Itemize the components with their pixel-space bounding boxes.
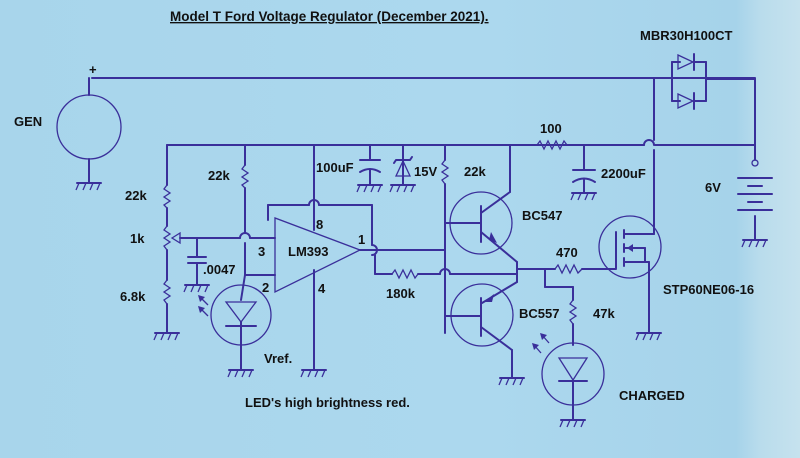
generator-symbol — [56, 77, 122, 191]
resistor-22k-pullup-label: 22k — [208, 168, 230, 183]
resistor-22k-bias — [440, 159, 450, 185]
resistor-100 — [536, 139, 568, 151]
ground-icon — [498, 377, 525, 386]
ground-icon — [356, 184, 383, 193]
led-note: LED's high brightness red. — [245, 395, 410, 410]
potentiometer-divider — [153, 144, 181, 341]
capacitor-100uf-label: 100uF — [316, 160, 354, 175]
resistor-180k-label: 180k — [386, 286, 416, 301]
ground-icon — [227, 369, 254, 378]
capacitor-0047 — [183, 237, 210, 293]
resistor-180k — [391, 268, 419, 280]
ground-icon — [300, 369, 327, 378]
resistor-47k — [568, 299, 578, 325]
resistor-100-label: 100 — [540, 121, 562, 136]
resistor-22k-bias-label: 22k — [464, 164, 486, 179]
capacitor-2200-label: 2200uF — [601, 166, 646, 181]
pin-2-label: 2 — [262, 280, 269, 295]
battery-symbol — [737, 177, 773, 248]
ground-icon — [153, 332, 180, 341]
resistor-470-label: 470 — [556, 245, 578, 260]
zener-label: 15V — [414, 164, 437, 179]
ground-icon — [559, 419, 586, 428]
ground-icon — [635, 332, 662, 341]
bc557-pnp-transistor — [444, 281, 525, 386]
diode-part-label: MBR30H100CT — [640, 28, 733, 43]
bc547-npn-transistor — [444, 144, 518, 283]
potentiometer-1k-label: 1k — [130, 231, 145, 246]
resistor-22k-pullup — [240, 164, 250, 189]
ground-icon — [570, 192, 597, 201]
diagram-title: Model T Ford Voltage Regulator (December… — [170, 9, 489, 24]
npn-label: BC547 — [522, 208, 562, 223]
resistor-47k-label: 47k — [593, 306, 615, 321]
ground-icon — [75, 182, 102, 191]
resistor-6-8k-label: 6.8k — [120, 289, 146, 304]
vref-label: Vref. — [264, 351, 292, 366]
mosfet-label: STP60NE06-16 — [663, 282, 754, 297]
charged-label: CHARGED — [619, 388, 685, 403]
capacitor-0047-label: .0047 — [203, 262, 236, 277]
ground-icon — [389, 184, 416, 193]
pnp-label: BC557 — [519, 306, 559, 321]
comparator-label: LM393 — [288, 244, 328, 259]
dual-diode-symbol — [671, 53, 756, 110]
capacitor-100uf — [356, 144, 383, 193]
resistor-470 — [554, 263, 583, 275]
plus-terminal-label: + — [89, 62, 97, 77]
ground-icon — [183, 284, 210, 293]
charged-led-symbol — [532, 333, 605, 428]
ground-icon — [741, 239, 768, 248]
generator-label: GEN — [14, 114, 42, 129]
pin-4-label: 4 — [318, 281, 326, 296]
pin-1-label: 1 — [358, 232, 365, 247]
pin-8-label: 8 — [316, 217, 323, 232]
pin-3-label: 3 — [258, 244, 265, 259]
lm393-comparator — [267, 144, 441, 378]
battery-label: 6V — [705, 180, 721, 195]
resistor-22k-pot-top-label: 22k — [125, 188, 147, 203]
stp60ne06-mosfet — [598, 78, 662, 341]
capacitor-2200uf — [570, 144, 597, 201]
vref-led-symbol — [198, 274, 272, 378]
zener-diode-15v — [389, 144, 416, 193]
